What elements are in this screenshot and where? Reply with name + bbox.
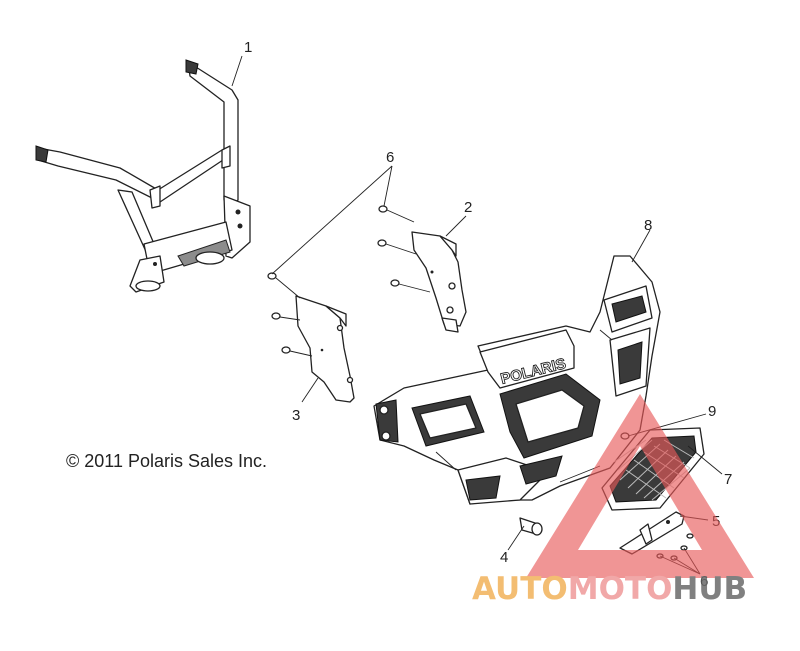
copyright-notice: © 2011 Polaris Sales Inc. bbox=[66, 451, 267, 471]
watermark-hub: HUB bbox=[672, 571, 747, 607]
watermark-auto: AUTO bbox=[472, 571, 568, 607]
bolt-icon bbox=[377, 239, 417, 255]
callout-2: 2 bbox=[464, 199, 472, 216]
callout-6-lower: 6 bbox=[700, 573, 708, 590]
bolt-icon bbox=[267, 272, 301, 299]
watermark-moto: MOTO bbox=[568, 571, 673, 607]
brush-guard-frame bbox=[35, 59, 251, 293]
svg-text:AUTOMOTOHUB: AUTOMOTOHUB bbox=[472, 571, 747, 607]
bolt-icon bbox=[281, 346, 313, 357]
bracket-plate-left bbox=[295, 295, 355, 403]
bolt-icon bbox=[271, 312, 301, 321]
callout-7: 7 bbox=[724, 471, 732, 488]
bolts-upper-set bbox=[267, 205, 431, 357]
watermark-triangle-icon bbox=[526, 394, 754, 578]
bolt-4 bbox=[519, 517, 543, 536]
callout-8: 8 bbox=[644, 217, 652, 234]
bolt-icon bbox=[390, 279, 431, 293]
callout-6-upper: 6 bbox=[386, 149, 394, 166]
bolt-icon bbox=[686, 533, 694, 539]
front-bumper: POLARIS bbox=[373, 255, 661, 505]
automotohub-watermark: AUTOMOTOHUB bbox=[472, 394, 754, 607]
callout-1: 1 bbox=[244, 39, 252, 56]
callout-9: 9 bbox=[708, 403, 716, 420]
lower-bracket bbox=[619, 511, 685, 555]
callout-4: 4 bbox=[500, 549, 508, 566]
callout-3: 3 bbox=[292, 407, 300, 424]
bolt-icon bbox=[378, 205, 415, 223]
bracket-plate-right bbox=[411, 231, 467, 333]
